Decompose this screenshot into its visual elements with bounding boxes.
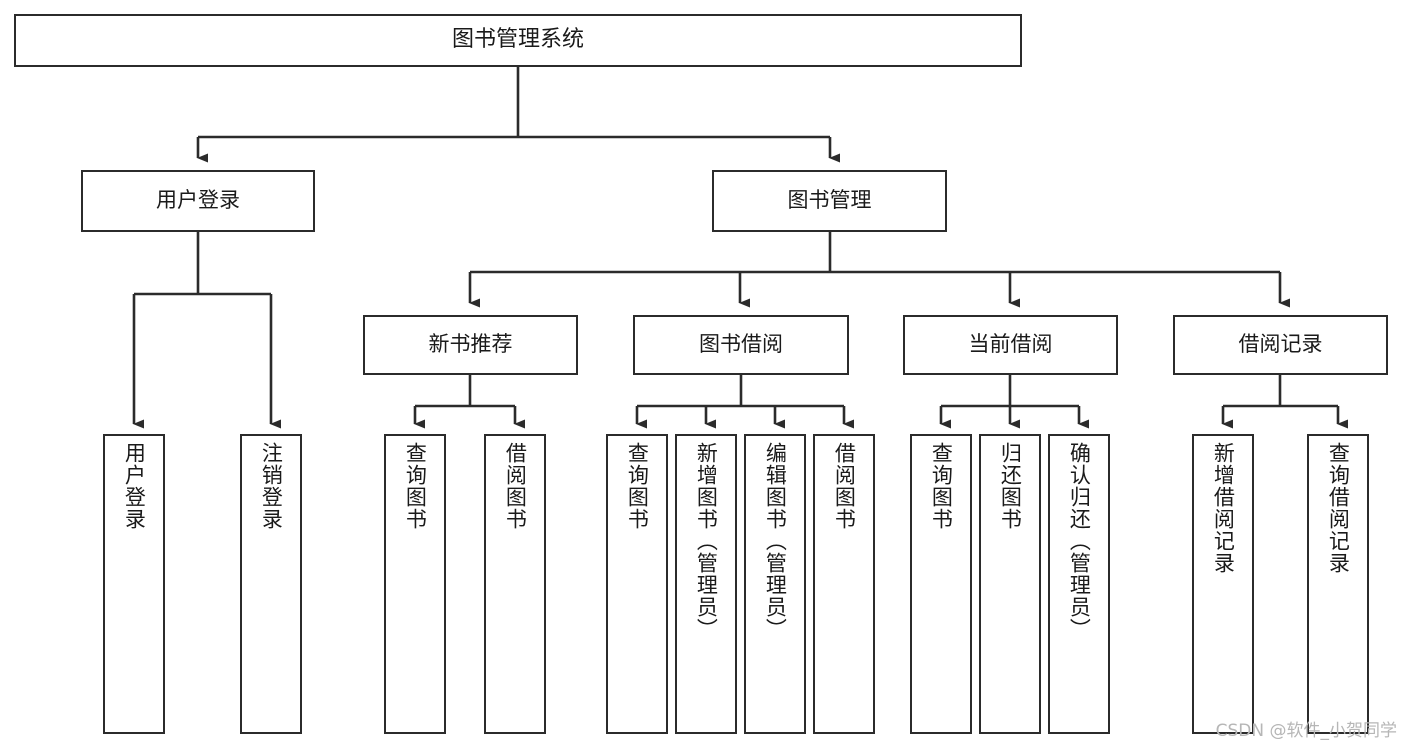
leaf-borrow-book-recommend-label: 借阅图书: [503, 442, 528, 530]
leaf-query-book-current-label: 查询图书: [929, 442, 954, 530]
watermark-text: CSDN @软件_小贺同学: [1215, 721, 1397, 741]
node-root[interactable]: 图书管理系统: [14, 14, 1022, 67]
leaf-query-borrow-record[interactable]: 查询借阅记录: [1307, 434, 1369, 734]
node-new-book-recommend-label: 新书推荐: [428, 332, 513, 357]
node-user-login-label: 用户登录: [156, 188, 240, 213]
node-root-label: 图书管理系统: [451, 27, 584, 53]
node-book-management[interactable]: 图书管理: [712, 170, 947, 232]
node-book-management-label: 图书管理: [787, 188, 872, 213]
leaf-add-borrow-record[interactable]: 新增借阅记录: [1192, 434, 1254, 734]
leaf-query-book-recommend-label: 查询图书: [403, 442, 428, 530]
node-new-book-recommend[interactable]: 新书推荐: [363, 315, 578, 375]
leaf-return-book-label: 归还图书: [998, 442, 1023, 530]
leaf-confirm-return-admin-label: 确认归还（管理员）: [1067, 442, 1092, 640]
leaf-logout-label: 注销登录: [259, 442, 284, 530]
node-borrow-records[interactable]: 借阅记录: [1173, 315, 1388, 375]
leaf-return-book[interactable]: 归还图书: [979, 434, 1041, 734]
leaf-edit-book-admin[interactable]: 编辑图书（管理员）: [744, 434, 806, 734]
leaf-query-book-borrow-label: 查询图书: [625, 442, 650, 530]
leaf-borrow-book-label: 借阅图书: [832, 442, 857, 530]
leaf-add-borrow-record-label: 新增借阅记录: [1211, 442, 1236, 574]
leaf-query-book-recommend[interactable]: 查询图书: [384, 434, 446, 734]
leaf-query-borrow-record-label: 查询借阅记录: [1326, 442, 1351, 574]
node-current-borrow[interactable]: 当前借阅: [903, 315, 1118, 375]
leaf-edit-book-admin-label: 编辑图书（管理员）: [763, 442, 788, 640]
leaf-add-book-admin-label: 新增图书（管理员）: [694, 442, 719, 640]
node-book-borrow[interactable]: 图书借阅: [633, 315, 849, 375]
node-current-borrow-label: 当前借阅: [968, 332, 1053, 357]
node-book-borrow-label: 图书借阅: [699, 332, 783, 357]
leaf-query-book-borrow[interactable]: 查询图书: [606, 434, 668, 734]
leaf-logout[interactable]: 注销登录: [240, 434, 302, 734]
leaf-user-login[interactable]: 用户登录: [103, 434, 165, 734]
node-user-login[interactable]: 用户登录: [81, 170, 315, 232]
leaf-user-login-label: 用户登录: [122, 442, 147, 530]
leaf-add-book-admin[interactable]: 新增图书（管理员）: [675, 434, 737, 734]
leaf-borrow-book-recommend[interactable]: 借阅图书: [484, 434, 546, 734]
leaf-query-book-current[interactable]: 查询图书: [910, 434, 972, 734]
leaf-borrow-book[interactable]: 借阅图书: [813, 434, 875, 734]
node-borrow-records-label: 借阅记录: [1238, 332, 1323, 357]
leaf-confirm-return-admin[interactable]: 确认归还（管理员）: [1048, 434, 1110, 734]
